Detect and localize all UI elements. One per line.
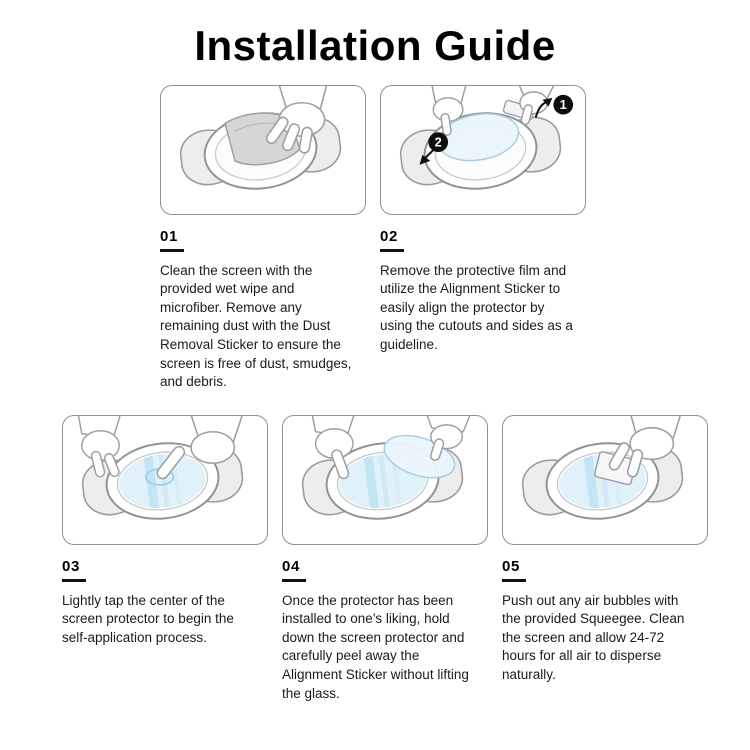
step-3-number: 03 [62, 558, 80, 575]
step-5-graphic [517, 416, 688, 529]
marker-1-badge: 1 [534, 94, 574, 118]
left-hand-icon [431, 86, 467, 136]
pulling-hand-icon [426, 416, 471, 461]
step-3-graphic [77, 416, 248, 529]
step-1-number: 01 [160, 228, 178, 245]
step-5-underline [502, 579, 526, 582]
step-2-description: Remove the protective film and utilize t… [380, 262, 573, 353]
step-2-underline [380, 249, 404, 252]
step-4-number: 04 [282, 558, 300, 575]
holding-hand-icon [77, 416, 121, 478]
step-2-illustration: 1 2 [380, 85, 586, 215]
step-2-number: 02 [380, 228, 398, 245]
step-5: 05 Push out any air bubbles with the pro… [502, 415, 708, 685]
step-3-illustration [62, 415, 268, 545]
step-1-illustration [160, 85, 366, 215]
marker-2-label: 2 [435, 135, 442, 150]
step-1: 01 Clean the screen with the provided we… [160, 85, 366, 392]
step-5-number: 05 [502, 558, 520, 575]
step-4-illustration [282, 415, 488, 545]
step-4-graphic [297, 416, 471, 529]
right-hand-icon [518, 86, 555, 125]
step-4: 04 Once the protector has been installed… [282, 415, 488, 703]
hand-icon [608, 416, 681, 478]
page-title: Installation Guide [194, 22, 556, 69]
pressing-hand-icon [311, 416, 355, 480]
step-3: 03 Lightly tap the center of the screen … [62, 415, 268, 647]
step-3-description: Lightly tap the center of the screen pro… [62, 592, 234, 645]
step-2-graphic: 1 2 [395, 86, 574, 199]
step-4-underline [282, 579, 306, 582]
marker-1-label: 1 [560, 97, 567, 112]
step-1-graphic [175, 86, 346, 199]
step-3-underline [62, 579, 86, 582]
step-2: 1 2 02 Remove the protective film and ut… [380, 85, 586, 355]
step-1-underline [160, 249, 184, 252]
tapping-hand-icon [156, 416, 243, 480]
hand-icon [265, 86, 328, 154]
step-5-illustration [502, 415, 708, 545]
marker-2-badge: 2 [419, 132, 449, 165]
step-1-description: Clean the screen with the provided wet w… [160, 262, 352, 390]
step-4-description: Once the protector has been installed to… [282, 592, 469, 701]
step-5-description: Push out any air bubbles with the provid… [502, 592, 685, 683]
